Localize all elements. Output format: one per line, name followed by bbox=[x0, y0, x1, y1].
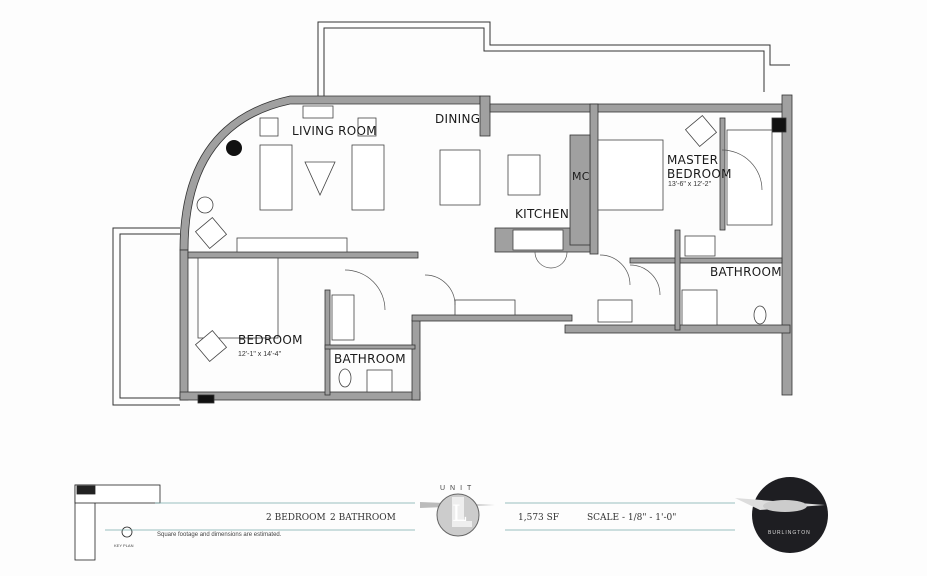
dining-label: DINING bbox=[435, 112, 481, 126]
master-bed bbox=[597, 139, 664, 211]
master-bedroom-label: MASTER BEDROOM bbox=[667, 153, 732, 181]
column-dot bbox=[226, 140, 242, 156]
logo-text: BURLINGTON bbox=[768, 530, 811, 536]
chair-group bbox=[507, 154, 541, 196]
unit-label: UNIT bbox=[440, 485, 477, 492]
burlington-logo bbox=[735, 477, 828, 553]
bedroom-label: BEDROOM bbox=[238, 333, 303, 347]
unit-letter: L bbox=[452, 502, 467, 527]
sofa-left bbox=[259, 144, 293, 211]
tv-stand bbox=[302, 105, 334, 119]
sink bbox=[366, 369, 393, 393]
closet bbox=[726, 129, 773, 226]
scale-note: SCALE - 1/8" - 1'-0" bbox=[587, 513, 677, 523]
media-console bbox=[236, 237, 348, 253]
lamp-table-left bbox=[259, 117, 279, 137]
footer-rules bbox=[105, 502, 735, 531]
bedroom-count: 2 BEDROOM bbox=[266, 513, 326, 523]
unit-badge bbox=[420, 493, 495, 537]
lamp-table-right bbox=[357, 117, 377, 137]
square-footage: 1,573 SF bbox=[518, 513, 560, 523]
master-toilet bbox=[753, 305, 767, 325]
master-bathroom-label: BATHROOM bbox=[710, 265, 782, 279]
living-room-label: LIVING ROOM bbox=[292, 124, 377, 138]
bathtub bbox=[331, 294, 355, 341]
bathroom-count: 2 BATHROOM bbox=[330, 513, 396, 523]
furniture bbox=[194, 105, 773, 393]
washer-dryer bbox=[597, 299, 633, 323]
master-bedroom-dimensions: 13'-6" x 12'-2" bbox=[668, 181, 712, 188]
master-sink bbox=[684, 235, 716, 257]
hall-cabinets bbox=[454, 299, 516, 316]
left-balcony-outline bbox=[112, 227, 180, 406]
balcony-outline bbox=[317, 21, 790, 98]
bedroom-dimensions: 12'-1" x 14'-4" bbox=[238, 351, 282, 358]
dining-table bbox=[439, 149, 481, 206]
sofa-right bbox=[351, 144, 385, 211]
key-plan-label: KEY PLAN bbox=[114, 543, 134, 548]
stove bbox=[512, 229, 564, 251]
disclaimer: Square footage and dimensions are estima… bbox=[157, 532, 282, 538]
doors bbox=[344, 149, 763, 311]
kitchen-label: KITCHEN bbox=[515, 207, 570, 221]
microwave-label: MC bbox=[572, 170, 590, 183]
bathroom-label: BATHROOM bbox=[334, 352, 406, 366]
shower bbox=[681, 289, 718, 326]
toilet bbox=[338, 368, 352, 388]
bed bbox=[197, 257, 279, 339]
coffee-table bbox=[304, 161, 336, 196]
exterior-walls bbox=[179, 94, 793, 404]
key-plan-graphic bbox=[74, 484, 161, 561]
